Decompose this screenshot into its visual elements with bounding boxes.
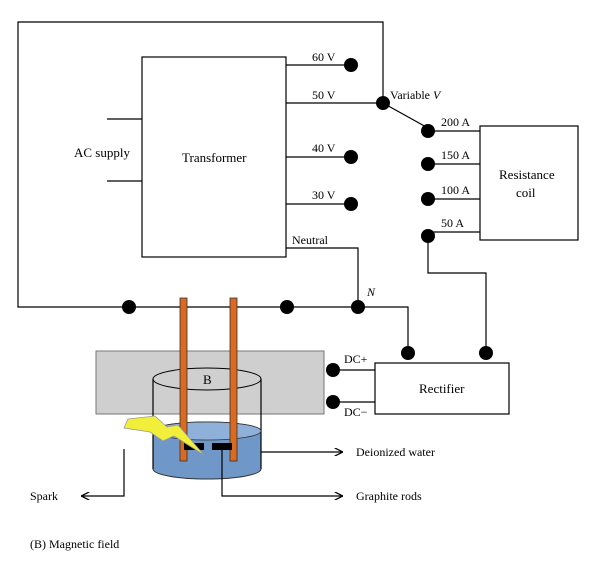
graphite-rod-right — [212, 443, 232, 450]
tap-200a-label: 200 A — [441, 115, 470, 129]
junction-loop-1 — [122, 300, 136, 314]
coil-to-rectifier-wire — [427, 236, 487, 353]
graphite-rods-label: Graphite rods — [356, 489, 422, 503]
magnet-block — [95, 350, 325, 415]
variable-v-wire — [382, 102, 429, 129]
tap-60v-label: 60 V — [312, 50, 336, 64]
terminal-dc-minus — [326, 395, 340, 409]
rectifier-input-right — [479, 346, 493, 360]
transformer-box — [141, 56, 287, 258]
tap-100a-label: 100 A — [441, 183, 470, 197]
terminal-dc-plus — [326, 363, 340, 377]
tap-50a-label: 50 A — [441, 216, 464, 230]
terminal-150a[interactable] — [421, 157, 435, 171]
magnetic-field-caption: (B) Magnetic field — [30, 537, 120, 551]
dc-minus-label: DC− — [344, 405, 368, 419]
tap-30v-label: 30 V — [312, 188, 336, 202]
spark-bolt — [123, 415, 205, 456]
rectifier-input-left — [401, 346, 415, 360]
tap-150a-label: 150 A — [441, 148, 470, 162]
n-label: N — [366, 285, 376, 299]
neutral-label: Neutral — [292, 233, 329, 247]
terminal-variable-v[interactable] — [376, 96, 390, 110]
resistance-coil-box — [479, 125, 579, 241]
spark-label: Spark — [30, 489, 58, 503]
terminal-100a[interactable] — [421, 192, 435, 206]
electrode-right — [229, 297, 238, 462]
spark-arrow — [82, 449, 125, 496]
magnet-b-label: B — [203, 372, 212, 387]
terminal-60v[interactable] — [344, 58, 358, 72]
junction-n — [351, 300, 365, 314]
neutral-wire — [286, 247, 359, 307]
rectifier-label: Rectifier — [419, 381, 465, 396]
tap-50v-label: 50 V — [312, 88, 336, 102]
resistance-coil-label-1: Resistance — [499, 167, 555, 182]
dc-plus-label: DC+ — [344, 352, 368, 366]
resistance-coil-label-2: coil — [516, 185, 536, 200]
variable-v-label: Variable V — [390, 88, 442, 102]
transformer-label: Transformer — [182, 150, 247, 165]
deionized-water-label: Deionized water — [356, 445, 435, 459]
ac-supply-label: AC supply — [74, 145, 130, 160]
terminal-40v[interactable] — [344, 150, 358, 164]
electrode-left — [179, 297, 188, 462]
terminal-30v[interactable] — [344, 197, 358, 211]
rectifier-box — [374, 362, 510, 415]
junction-loop-2 — [280, 300, 294, 314]
n-to-rectifier-wire — [358, 306, 409, 353]
graphite-rods-arrow — [221, 450, 342, 496]
terminal-50a[interactable] — [421, 229, 435, 243]
terminal-200a[interactable] — [421, 124, 435, 138]
tap-40v-label: 40 V — [312, 141, 336, 155]
